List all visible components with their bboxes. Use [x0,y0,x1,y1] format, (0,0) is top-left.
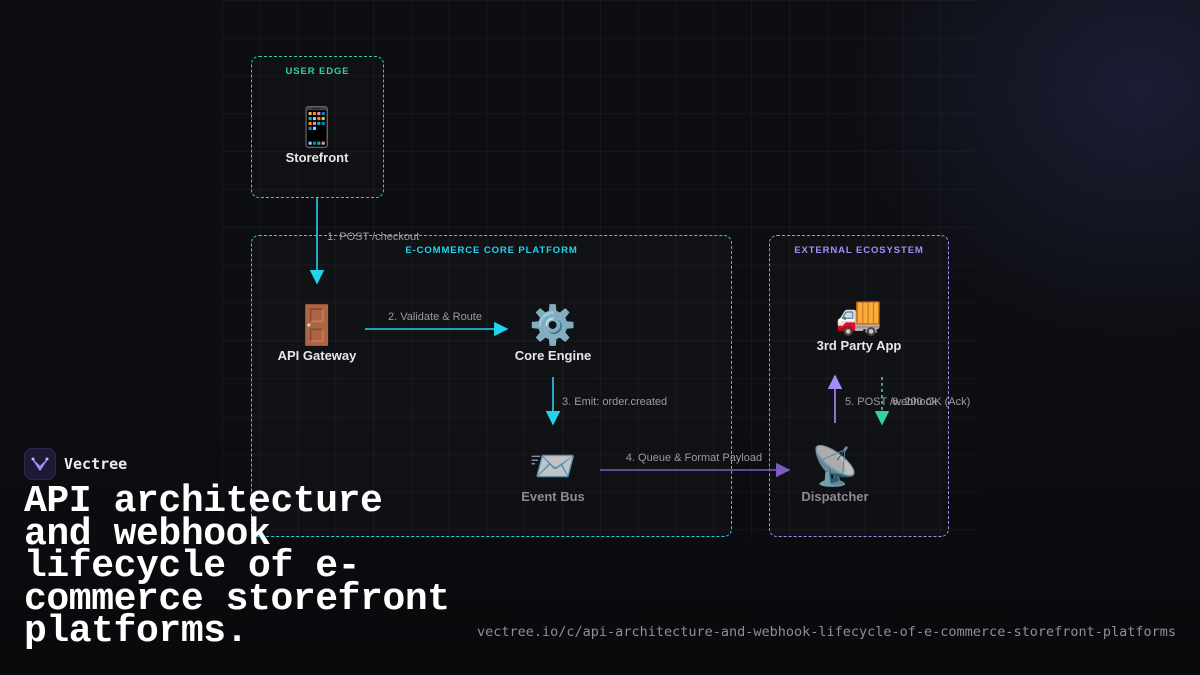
zone-external-ecosystem: EXTERNAL ECOSYSTEM [769,235,949,537]
node-label-core-engine: Core Engine [514,348,592,363]
door-icon: 🚪 [293,305,341,347]
zone-user-edge: USER EDGE [251,56,384,198]
delivery-truck-icon: 🚚 [835,295,883,337]
edge-6-label: 6. 200 OK (Ack) [892,396,970,408]
edge-3-label: 3. Emit: order.created [562,396,667,408]
node-label-storefront: Storefront [285,150,349,165]
edge-2-label: 2. Validate & Route [388,311,482,323]
zone-core-platform: E-COMMERCE CORE PLATFORM [251,235,732,537]
vectree-logo-icon [24,448,56,480]
node-storefront: 📱 Storefront [247,106,387,165]
zone-title-core-platform: E-COMMERCE CORE PLATFORM [405,245,578,256]
edge-5-label: 5. POST /webhook [845,396,938,408]
gear-icon: ⚙️ [529,305,577,347]
node-label-event-bus: Event Bus [521,489,585,504]
node-label-api-gateway: API Gateway [277,348,357,363]
node-event-bus: 📨 Event Bus [483,445,623,504]
incoming-envelope-icon: 📨 [529,446,577,488]
node-api-gateway: 🚪 API Gateway [247,304,387,363]
satellite-antenna-icon: 📡 [811,446,859,488]
node-label-third-party-app: 3rd Party App [816,338,902,353]
brand: Vectree [24,447,127,481]
page-title: API architecture and webhook lifecycle o… [24,480,450,653]
edge-4-label: 4. Queue & Format Payload [626,452,762,464]
brand-name: Vectree [64,455,128,473]
vectree-logo-glyph [31,457,49,471]
zone-title-external-ecosystem: EXTERNAL ECOSYSTEM [794,245,924,256]
source-url[interactable]: vectree.io/c/api-architecture-and-webhoo… [477,624,1176,640]
node-dispatcher: 📡 Dispatcher [765,445,905,504]
node-core-engine: ⚙️ Core Engine [483,304,623,363]
zone-title-user-edge: USER EDGE [285,66,350,77]
edge-1-label: 1. POST /checkout [327,231,419,243]
mobile-phone-icon: 📱 [293,107,341,149]
node-third-party-app: 🚚 3rd Party App [789,294,929,353]
node-label-dispatcher: Dispatcher [801,489,869,504]
